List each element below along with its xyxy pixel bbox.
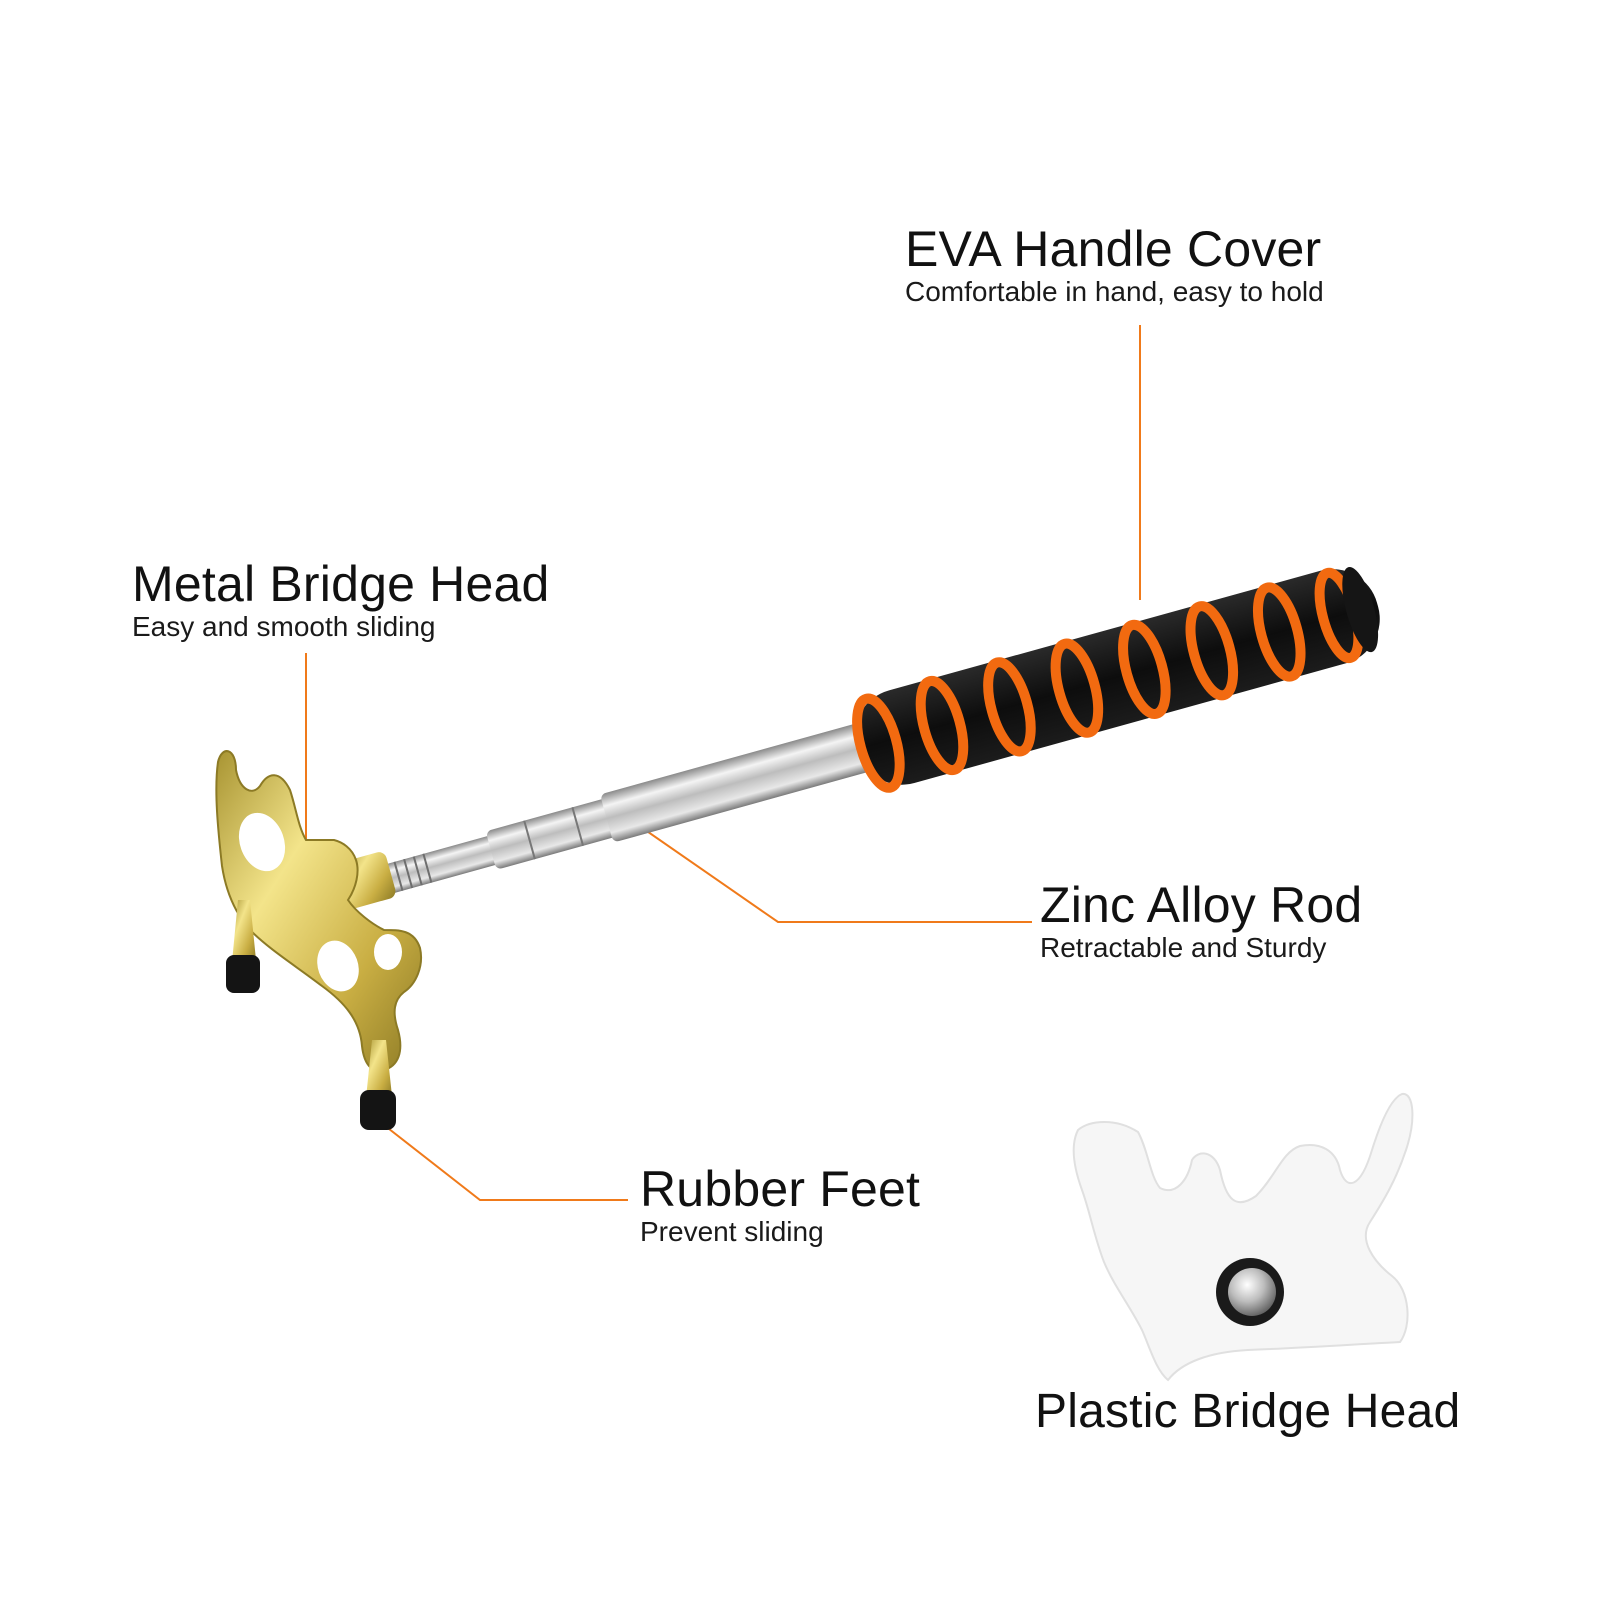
- metal-bridge-subtitle: Easy and smooth sliding: [132, 611, 436, 642]
- plastic-bridge-head: [1072, 1093, 1414, 1382]
- rod-outer-section: [601, 715, 902, 842]
- rubber-feet-callout: Rubber Feet Prevent sliding: [640, 1162, 920, 1248]
- zinc-leader-line: [627, 817, 1032, 923]
- zinc-rod-title: Zinc Alloy Rod: [1040, 877, 1363, 933]
- plastic-bridge-callout: Plastic Bridge Head: [1035, 1385, 1460, 1439]
- rubber-feet: [226, 900, 396, 1130]
- metal-bridge-title: Metal Bridge Head: [132, 556, 550, 612]
- metal-bridge-head: [215, 750, 422, 1130]
- plastic-head-ball: [1228, 1268, 1276, 1316]
- rubber-feet-title: Rubber Feet: [640, 1161, 921, 1217]
- bridge-rod: [215, 566, 1380, 1130]
- eva-handle: [852, 566, 1380, 793]
- rubber-leader-line: [383, 1124, 628, 1201]
- rod-middle-section: [487, 797, 621, 869]
- eva-handle-callout: EVA Handle Cover Comfortable in hand, ea…: [905, 222, 1324, 308]
- eva-handle-subtitle: Comfortable in hand, easy to hold: [905, 276, 1324, 307]
- metal-bridge-callout: Metal Bridge Head Easy and smooth slidin…: [132, 557, 550, 643]
- rod-inner-section: [382, 834, 504, 894]
- zinc-rod-callout: Zinc Alloy Rod Retractable and Sturdy: [1040, 878, 1362, 964]
- eva-handle-title: EVA Handle Cover: [905, 221, 1322, 277]
- plastic-bridge-title: Plastic Bridge Head: [1035, 1385, 1461, 1438]
- rubber-feet-subtitle: Prevent sliding: [640, 1216, 824, 1247]
- zinc-rod-subtitle: Retractable and Sturdy: [1040, 932, 1327, 963]
